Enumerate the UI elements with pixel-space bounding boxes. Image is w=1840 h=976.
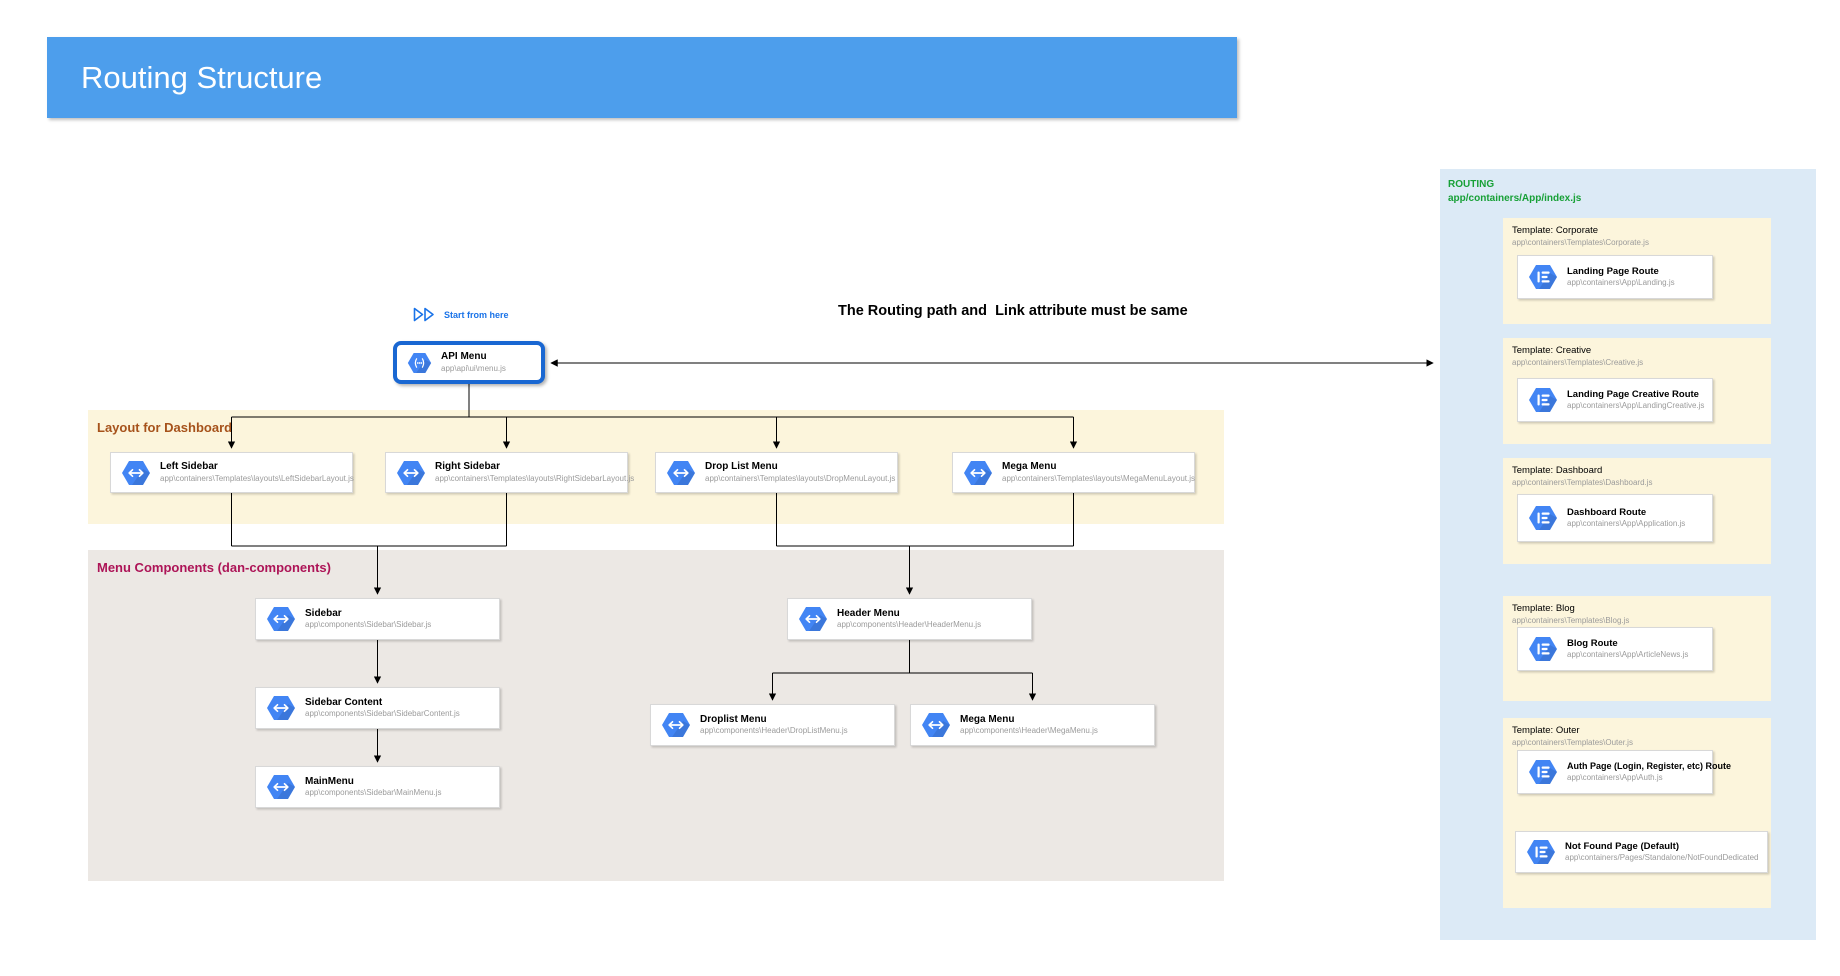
route-list-icon: [1528, 636, 1558, 662]
node-path: app\components\Header\MegaMenu.js: [960, 726, 1098, 736]
node-drop-list-menu[interactable]: Drop List Menu app\containers\Templates\…: [655, 452, 898, 493]
node-title: Auth Page (Login, Register, etc) Route: [1567, 761, 1732, 772]
node-title: Right Sidebar: [435, 461, 501, 473]
node-landing-page-creative-route[interactable]: Landing Page Creative Route app\containe…: [1517, 378, 1713, 422]
node-mega-menu[interactable]: Mega Menu app\components\Header\MegaMenu…: [910, 704, 1155, 746]
section-layout-label: Layout for Dashboard: [97, 420, 233, 435]
api-code-icon: [407, 352, 432, 374]
node-title: Landing Page Route: [1567, 266, 1659, 278]
template-title: Template: Creative: [1512, 345, 1592, 356]
node-path: app\containers\App\LandingCreative.js: [1567, 400, 1705, 410]
routing-subtitle: app/containers/App/index.js: [1448, 192, 1582, 204]
node-blog-route[interactable]: Blog Route app\containers\App\ArticleNew…: [1517, 627, 1713, 671]
node-path: app\api\ui\menu.js: [441, 363, 506, 373]
start-from-here: Start from here: [412, 306, 509, 323]
node-title: Mega Menu: [960, 713, 1015, 725]
code-arrows-icon: [666, 460, 696, 486]
node-title: Sidebar Content: [305, 696, 383, 708]
template-title: Template: Corporate: [1512, 225, 1599, 236]
node-title: MainMenu: [305, 775, 354, 787]
page-title: Routing Structure: [81, 59, 323, 95]
template-path: app\containers\Templates\Blog.js: [1512, 616, 1630, 625]
node-auth-page-route[interactable]: Auth Page (Login, Register, etc) Route a…: [1517, 750, 1731, 794]
node-path: app\components\Sidebar\MainMenu.js: [305, 788, 442, 798]
node-path: app\containers\App\ArticleNews.js: [1567, 649, 1689, 659]
code-arrows-icon: [963, 460, 993, 486]
node-title: Sidebar: [305, 607, 342, 619]
node-path: app\containers\Templates\layouts\RightSi…: [435, 473, 635, 483]
code-arrows-icon: [121, 460, 151, 486]
template-title: Template: Dashboard: [1512, 465, 1603, 476]
node-path: app\components\Header\DropListMenu.js: [700, 726, 848, 736]
node-title: Dashboard Route: [1567, 507, 1647, 519]
node-title: Drop List Menu: [705, 461, 778, 473]
template-path: app\containers\Templates\Dashboard.js: [1512, 478, 1653, 487]
node-title: Header Menu: [837, 607, 900, 619]
template-title: Template: Outer: [1512, 725, 1580, 736]
route-list-icon: [1528, 264, 1558, 290]
title-bar: Routing Structure: [47, 37, 1237, 118]
route-list-icon: [1528, 759, 1558, 785]
node-path: app\components\Sidebar\Sidebar.js: [305, 620, 432, 630]
template-block-outer: Template: Outer app\containers\Templates…: [1503, 718, 1771, 908]
code-arrows-icon: [396, 460, 426, 486]
node-path: app\containers\App\Landing.js: [1567, 277, 1675, 287]
node-sidebar[interactable]: Sidebar app\components\Sidebar\Sidebar.j…: [255, 598, 500, 640]
template-path: app\containers\Templates\Outer.js: [1512, 738, 1633, 747]
node-title: Blog Route: [1567, 638, 1618, 650]
template-title: Template: Blog: [1512, 603, 1575, 614]
code-arrows-icon: [266, 695, 296, 721]
code-arrows-icon: [921, 712, 951, 738]
node-api-menu[interactable]: API Menu app\api\ui\menu.js: [393, 341, 545, 384]
node-header-menu[interactable]: Header Menu app\components\Header\Header…: [787, 598, 1032, 640]
node-not-found-route[interactable]: Not Found Page (Default) app\containers/…: [1515, 831, 1768, 873]
node-main-menu[interactable]: MainMenu app\components\Sidebar\MainMenu…: [255, 766, 500, 808]
node-path: app\containers\App\Application.js: [1567, 518, 1686, 528]
node-landing-page-route[interactable]: Landing Page Route app\containers\App\La…: [1517, 255, 1713, 299]
route-list-icon: [1528, 387, 1558, 413]
code-arrows-icon: [661, 712, 691, 738]
start-label: Start from here: [444, 309, 509, 320]
node-dashboard-route[interactable]: Dashboard Route app\containers\App\Appli…: [1517, 494, 1713, 542]
node-path: app\containers\App\Auth.js: [1567, 772, 1663, 782]
node-sidebar-content[interactable]: Sidebar Content app\components\Sidebar\S…: [255, 687, 500, 729]
node-path: app\containers\Templates\layouts\DropMen…: [705, 473, 896, 483]
code-arrows-icon: [798, 606, 828, 632]
node-path: app\containers\Templates\layouts\MegaMen…: [1002, 473, 1195, 483]
node-left-sidebar[interactable]: Left Sidebar app\containers\Templates\la…: [110, 452, 354, 493]
node-title: Droplist Menu: [700, 713, 767, 725]
routing-title: ROUTING: [1448, 179, 1495, 190]
node-title: Mega Menu: [1002, 461, 1057, 473]
node-path: app\containers/Pages/Standalone/NotFound…: [1565, 852, 1759, 862]
template-path: app\containers\Templates\Corporate.js: [1512, 238, 1649, 247]
node-path: app\components\Header\HeaderMenu.js: [837, 620, 982, 630]
node-mega-menu-layout[interactable]: Mega Menu app\containers\Templates\layou…: [952, 452, 1195, 493]
node-title: Left Sidebar: [160, 461, 218, 473]
section-components-label: Menu Components (dan-components): [97, 560, 331, 575]
code-arrows-icon: [266, 774, 296, 800]
fast-forward-icon: [413, 307, 434, 322]
route-list-icon: [1526, 839, 1556, 865]
node-path: app\components\Sidebar\SidebarContent.js: [305, 709, 460, 719]
node-path: app\containers\Templates\layouts\LeftSid…: [160, 473, 354, 483]
node-title: API Menu: [441, 351, 487, 363]
routing-note: The Routing path and Link attribute must…: [838, 303, 1188, 319]
route-list-icon: [1528, 505, 1558, 531]
node-title: Not Found Page (Default): [1565, 841, 1679, 853]
node-droplist-menu[interactable]: Droplist Menu app\components\Header\Drop…: [650, 704, 895, 746]
node-title: Landing Page Creative Route: [1567, 389, 1699, 401]
node-right-sidebar[interactable]: Right Sidebar app\containers\Templates\l…: [385, 452, 634, 493]
code-arrows-icon: [266, 606, 296, 632]
template-path: app\containers\Templates\Creative.js: [1512, 358, 1644, 367]
